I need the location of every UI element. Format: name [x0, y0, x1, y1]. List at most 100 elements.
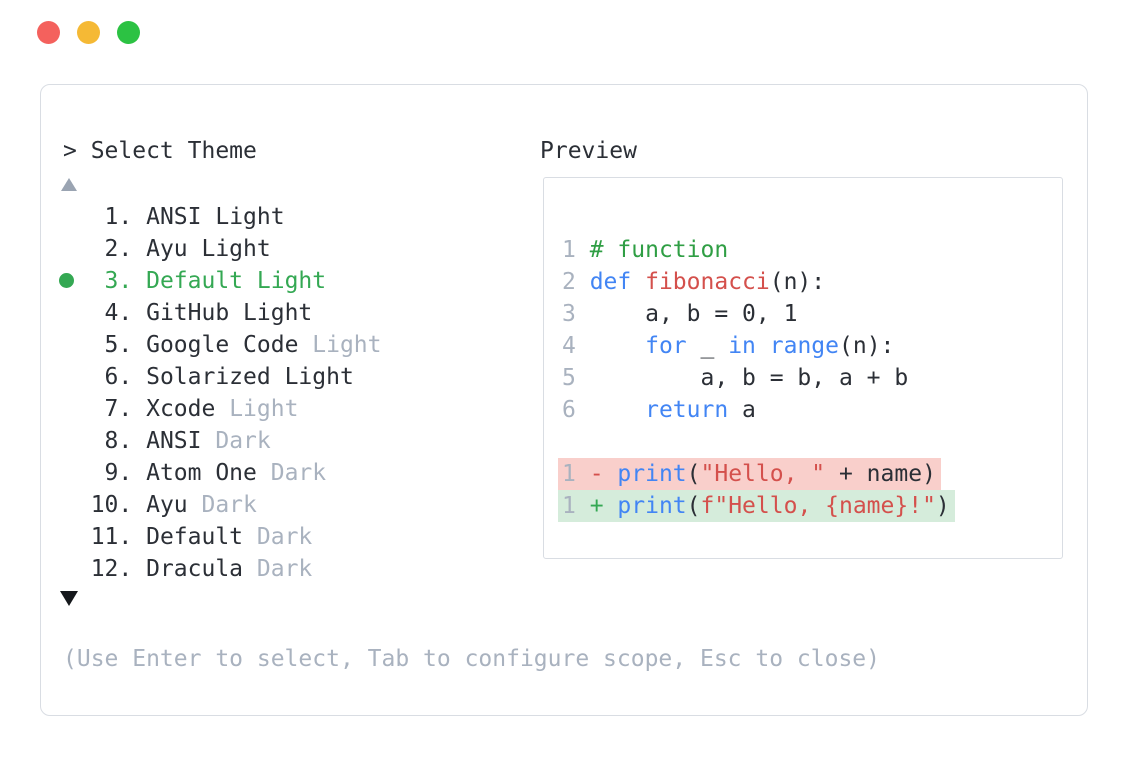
- code-token-del: -: [589, 461, 618, 487]
- theme-item-suffix: Light: [201, 236, 271, 262]
- code-token-kw: def: [589, 269, 632, 295]
- code-line: 5 a, b = b, a + b: [562, 362, 955, 394]
- code-token-kw: print: [617, 461, 687, 487]
- theme-item-ansi-dark[interactable]: 8. ANSI Dark: [63, 425, 382, 457]
- theme-item-github-light[interactable]: 4. GitHub Light: [63, 297, 382, 329]
- code-line: 3 a, b = 0, 1: [562, 298, 955, 330]
- theme-item-suffix: Light: [312, 332, 382, 358]
- theme-item-number: 12.: [63, 556, 147, 582]
- code-token-plain: _: [686, 333, 729, 359]
- theme-item-ayu-dark[interactable]: 10. Ayu Dark: [63, 489, 382, 521]
- zoom-window-button[interactable]: [117, 21, 140, 44]
- theme-item-number: 1.: [63, 204, 147, 230]
- keyboard-hint-text: (Use Enter to select, Tab to configure s…: [63, 646, 880, 672]
- theme-item-atom-one-dark[interactable]: 9. Atom One Dark: [63, 457, 382, 489]
- code-token-plain: a, b = 0, 1: [589, 301, 798, 327]
- selected-theme-dot-icon: [59, 273, 74, 288]
- code-token-plain: a: [728, 397, 756, 423]
- theme-item-name: ANSI: [146, 204, 216, 230]
- theme-item-number: 11.: [63, 524, 147, 550]
- theme-list: 1. ANSI Light 2. Ayu Light 3. Default Li…: [59, 201, 382, 585]
- code-token-plain: (n):: [839, 333, 895, 359]
- code-token-num: 1: [562, 237, 590, 263]
- theme-item-number: 2.: [63, 236, 147, 262]
- theme-item-name: Xcode: [146, 396, 230, 422]
- theme-item-default-dark[interactable]: 11. Default Dark: [63, 521, 382, 553]
- code-token-com: # function: [589, 237, 729, 263]
- theme-item-name: Atom One: [146, 460, 271, 486]
- code-token-plain: [590, 397, 645, 423]
- theme-item-number: 4.: [63, 300, 147, 326]
- theme-item-name: Default: [146, 524, 257, 550]
- code-line: 4 for _ in range(n):: [562, 330, 955, 362]
- theme-item-suffix: Light: [215, 204, 285, 230]
- code-token-num: 1: [562, 461, 590, 487]
- theme-item-suffix: Dark: [201, 492, 257, 518]
- code-token-plain: + name): [825, 461, 936, 487]
- theme-item-name: Google Code: [146, 332, 313, 358]
- code-line: 6 return a: [562, 394, 955, 426]
- code-token-plain: [756, 333, 770, 359]
- code-line: 1 # function: [562, 234, 955, 266]
- code-line: [562, 426, 955, 458]
- close-window-button[interactable]: [37, 21, 60, 44]
- theme-item-google-code-light[interactable]: 5. Google Code Light: [63, 329, 382, 361]
- code-token-plain: [631, 269, 645, 295]
- select-theme-prompt: > Select Theme: [63, 138, 257, 164]
- code-token-add: +: [589, 493, 618, 519]
- code-token-kw: range: [769, 333, 839, 359]
- code-token-num: 1: [562, 493, 590, 519]
- theme-item-number: 6.: [63, 364, 147, 390]
- theme-item-name: Ayu: [146, 492, 202, 518]
- theme-item-number: 9.: [63, 460, 147, 486]
- theme-item-number: 10.: [63, 492, 147, 518]
- theme-item-xcode-light[interactable]: 7. Xcode Light: [63, 393, 382, 425]
- code-token-num: 2: [562, 269, 590, 295]
- code-token-plain: a, b = b, a + b: [589, 365, 909, 391]
- theme-item-suffix: Light: [229, 396, 299, 422]
- code-token-kw: for: [645, 333, 687, 359]
- minimize-window-button[interactable]: [77, 21, 100, 44]
- code-token-num: 4: [562, 333, 590, 359]
- theme-item-number: 3.: [63, 268, 147, 294]
- code-token-plain: ): [935, 493, 950, 519]
- theme-item-number: 8.: [63, 428, 147, 454]
- scroll-up-indicator-icon[interactable]: [61, 178, 77, 191]
- code-token-plain: (: [686, 461, 701, 487]
- code-token-kw: in: [728, 333, 756, 359]
- theme-item-suffix: Dark: [270, 460, 327, 486]
- theme-item-suffix: Dark: [215, 428, 271, 454]
- code-token-plain: (n):: [769, 269, 826, 295]
- code-token-str: f"Hello, {name}!": [700, 493, 936, 519]
- theme-item-name: ANSI: [146, 428, 216, 454]
- theme-item-name: Dracula: [146, 556, 257, 582]
- code-token-fn: fibonacci: [645, 269, 770, 295]
- theme-selector-window: > Select Theme 1. ANSI Light 2. Ayu Ligh…: [40, 84, 1088, 716]
- theme-item-name: Default: [146, 268, 257, 294]
- code-line: 2 def fibonacci(n):: [562, 266, 955, 298]
- theme-item-suffix: Dark: [256, 524, 313, 550]
- preview-title: Preview: [540, 138, 637, 164]
- theme-item-default-light[interactable]: 3. Default Light: [59, 265, 382, 297]
- theme-item-number: 5.: [63, 332, 147, 358]
- theme-item-ayu-light[interactable]: 2. Ayu Light: [63, 233, 382, 265]
- code-token-num: 5: [562, 365, 590, 391]
- code-token-plain: [590, 333, 645, 359]
- theme-item-number: 7.: [63, 396, 147, 422]
- theme-item-dracula-dark[interactable]: 12. Dracula Dark: [63, 553, 382, 585]
- theme-item-name: Solarized: [146, 364, 285, 390]
- diff-removed-line: 1 - print("Hello, " + name): [558, 458, 941, 490]
- diff-added-line: 1 + print(f"Hello, {name}!"): [558, 490, 955, 522]
- code-token-kw: print: [617, 493, 687, 519]
- theme-item-solarized-light[interactable]: 6. Solarized Light: [63, 361, 382, 393]
- code-token-str: "Hello, ": [700, 461, 826, 487]
- theme-item-suffix: Light: [284, 364, 354, 390]
- scroll-down-indicator-icon[interactable]: [60, 591, 78, 606]
- theme-item-ansi-light[interactable]: 1. ANSI Light: [63, 201, 382, 233]
- theme-item-name: GitHub: [146, 300, 244, 326]
- code-token-num: 3: [562, 301, 590, 327]
- code-token-num: 6: [562, 397, 590, 423]
- code-token-kw: return: [645, 397, 729, 423]
- code-token-plain: (: [686, 493, 701, 519]
